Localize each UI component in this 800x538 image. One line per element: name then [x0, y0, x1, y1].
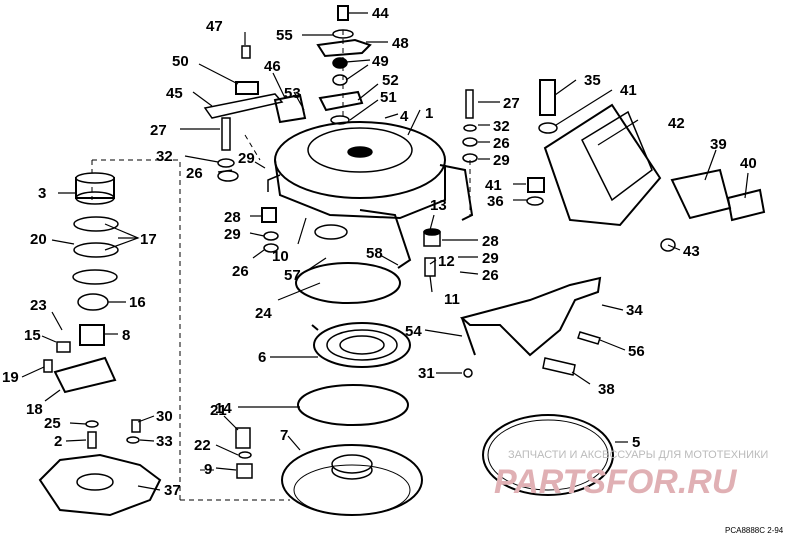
callout-1: 1: [425, 105, 433, 122]
callout-10: 10: [272, 248, 289, 265]
callout-2: 2: [54, 433, 62, 450]
callout-32: 32: [493, 118, 510, 135]
callout-19: 19: [2, 369, 19, 386]
callout-58: 58: [366, 245, 383, 262]
callout-11: 11: [444, 291, 460, 308]
callout-55: 55: [276, 27, 293, 44]
callout-38: 38: [598, 381, 615, 398]
callout-7: 7: [280, 427, 288, 444]
watermark-subtitle: ЗАПЧАСТИ И АКСЕССУАРЫ ДЛЯ МОТОТЕХНИКИ: [508, 449, 768, 461]
callout-53: 53: [284, 85, 301, 102]
callout-54: 54: [405, 323, 422, 340]
callout-17: 17: [140, 231, 157, 248]
callout-29d: 29: [482, 250, 499, 267]
callout-3: 3: [38, 185, 46, 202]
callout-47: 47: [206, 18, 223, 35]
callout-labels: 44 55 47 48 50 46 49 52 45 53 51 4 1 35 …: [2, 5, 757, 499]
callout-5: 5: [632, 434, 640, 451]
callout-43: 43: [683, 243, 700, 260]
callout-41: 41: [620, 82, 637, 99]
callout-52: 52: [382, 72, 399, 89]
callout-33: 33: [156, 433, 173, 450]
callout-35: 35: [584, 72, 601, 89]
callout-36: 36: [487, 193, 504, 210]
drawing-code: PCA8888C 2-94: [725, 526, 784, 535]
callout-32b: 32: [156, 148, 173, 165]
callout-15: 15: [24, 327, 41, 344]
callout-6: 6: [258, 349, 266, 366]
callout-28b: 28: [482, 233, 499, 250]
callout-30: 30: [156, 408, 173, 425]
callout-29c: 29: [224, 226, 241, 243]
callout-39: 39: [710, 136, 727, 153]
callout-51: 51: [380, 89, 397, 106]
parts-illustration: [38, 5, 766, 517]
callout-13: 13: [430, 197, 447, 214]
callout-42: 42: [668, 115, 685, 132]
leader-lines: [21, 12, 749, 491]
callout-34: 34: [626, 302, 643, 319]
callout-31: 31: [418, 365, 435, 382]
callout-50: 50: [172, 53, 189, 70]
callout-25: 25: [44, 415, 61, 432]
watermark-logo-text: PARTSFOR.RU: [494, 463, 738, 501]
callout-41b: 41: [485, 177, 502, 194]
callout-20: 20: [30, 231, 47, 248]
callout-37: 37: [164, 482, 181, 499]
watermark: ЗАПЧАСТИ И АКСЕССУАРЫ ДЛЯ МОТОТЕХНИКИ PA…: [494, 449, 768, 501]
callout-24: 24: [255, 305, 272, 322]
callout-22: 22: [194, 437, 211, 454]
callout-23: 23: [30, 297, 47, 314]
callout-26c: 26: [232, 263, 249, 280]
callout-29: 29: [493, 152, 510, 169]
callout-29b: 29: [238, 150, 255, 167]
callout-26b: 26: [186, 165, 203, 182]
callout-45: 45: [166, 85, 183, 102]
callout-9: 9: [204, 461, 212, 478]
callout-57: 57: [284, 267, 301, 284]
callout-21: 21: [210, 402, 227, 419]
callout-27: 27: [503, 95, 520, 112]
callout-27b: 27: [150, 122, 167, 139]
callout-14: 14: [215, 400, 232, 417]
callout-8: 8: [122, 327, 130, 344]
callout-12: 12: [438, 253, 455, 270]
callout-26d: 26: [482, 267, 499, 284]
callout-28: 28: [224, 209, 241, 226]
callout-4: 4: [400, 108, 409, 125]
callout-49: 49: [372, 53, 389, 70]
callout-16: 16: [129, 294, 146, 311]
callout-48: 48: [392, 35, 409, 52]
callout-46: 46: [264, 58, 281, 75]
callout-18: 18: [26, 401, 43, 418]
callout-56: 56: [628, 343, 645, 360]
callout-40: 40: [740, 155, 757, 172]
callout-26: 26: [493, 135, 510, 152]
callout-44: 44: [372, 5, 389, 22]
